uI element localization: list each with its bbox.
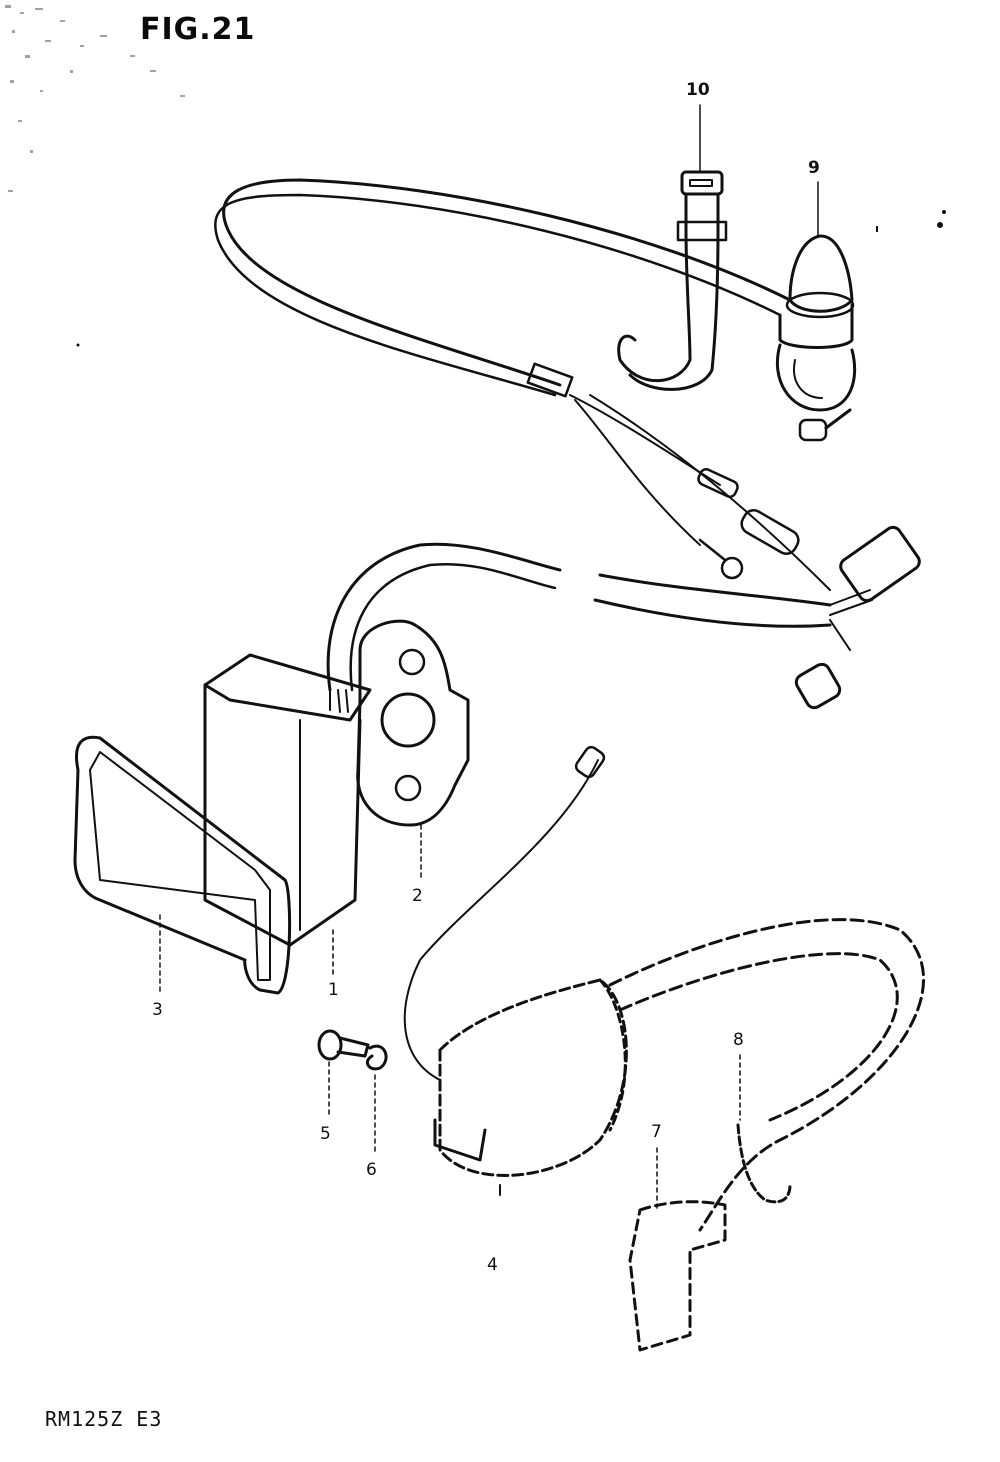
model-code: RM125Z E3 [45,1407,163,1431]
coil-bracket [433,1118,487,1162]
wiring-harness-inner [214,193,782,397]
ignition-coil-end [598,978,627,1132]
high-tension-lead-inner [618,952,899,1122]
callout-10: 10 [686,80,710,100]
lead-clip [736,1123,792,1204]
cdi-wires [329,689,349,713]
callout-4: 4 [487,1255,498,1275]
ring-terminal [698,538,727,562]
gasket-hole-bottom [394,774,422,802]
ground-lead-terminal [574,745,606,779]
rubber-band-inner [89,751,271,981]
lead-wire-b [574,399,701,546]
bullet-connector [697,468,739,498]
callout-1: 1 [328,980,339,1000]
callout-9: 9 [808,158,820,178]
key-slot [689,179,713,187]
key-head [680,170,724,196]
high-tension-lead [608,918,926,1232]
callout-3: 3 [152,1000,163,1020]
switch-clamp [775,343,857,412]
ground-lead [403,759,599,1081]
gasket [356,619,470,827]
cdi-lead-harness-inner [349,562,557,692]
spade-terminal [794,662,842,710]
cdi-unit-front [203,683,362,947]
ignition-coil [438,978,628,1177]
multi-coupler [839,525,921,603]
gasket-hole-center [380,692,436,748]
clamp-screw [798,418,828,442]
bolt-shank [336,1036,370,1058]
key-strap-edge [628,192,720,391]
key-strap [617,192,692,383]
callout-8: 8 [733,1030,744,1050]
female-connector [740,509,800,555]
callout-7: 7 [651,1122,662,1142]
lock-washer [366,1044,388,1071]
gasket-hole-top [398,648,426,676]
wiring-harness [222,178,792,387]
callout-6: 6 [366,1160,377,1180]
harness-continuation-inner [593,598,832,628]
scan-noise [5,5,185,192]
cdi-lead-harness [326,542,562,692]
spark-plug-cap [628,1200,727,1352]
kill-switch-body [778,303,854,349]
switch-clamp-inner [793,359,823,399]
coupler-wires [829,589,873,651]
cdi-unit [203,653,372,722]
ring-terminal-eye [720,556,744,580]
callout-5: 5 [320,1124,331,1144]
rubber-band [73,735,292,995]
clamp-screw-tail [824,408,852,430]
harness-sheath-end [526,362,574,398]
bolt-head [317,1029,343,1061]
kill-switch-cap [788,234,854,313]
figure-title: FIG.21 [140,12,256,47]
stray-marks [76,210,946,347]
harness-continuation [598,573,832,607]
callout-2: 2 [412,886,423,906]
lead-wire-c [589,394,831,591]
key-strap-band [676,220,728,242]
